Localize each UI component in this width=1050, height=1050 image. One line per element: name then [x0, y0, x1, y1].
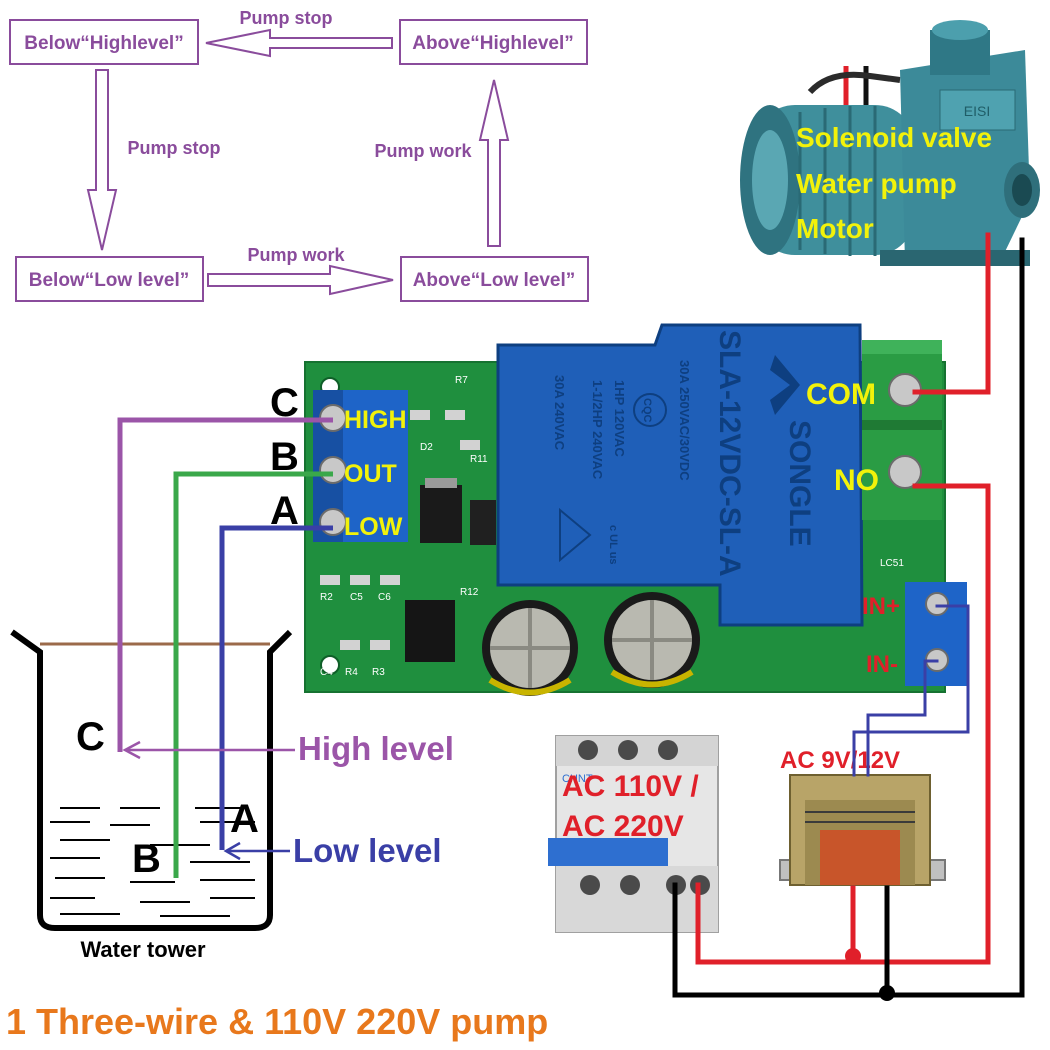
terminal-high-label: HIGH: [344, 406, 407, 434]
footer-caption: 1 Three-wire & 110V 220V pump: [6, 1001, 548, 1042]
transformer: AC 9V/12V: [779, 747, 946, 886]
arrow-left-label: Pump stop: [128, 138, 221, 158]
box-below-highlevel-label: Below“Highlevel”: [24, 33, 183, 54]
arrow-top-label: Pump stop: [240, 8, 333, 28]
box-above-highlevel-label: Above“Highlevel”: [412, 33, 574, 54]
terminal-in-plus-label: IN+: [862, 593, 900, 620]
relay-board: HIGH OUT LOW R7 D2 R11 R12 R2 C5 C6 C4 R…: [304, 323, 967, 696]
box-below-highlevel: [9, 19, 199, 65]
water-tower: C B A High level Low level Water tower: [10, 629, 454, 962]
relay-rating-2: 1HP 120VAC: [612, 380, 627, 457]
box-above-highlevel: [399, 19, 588, 65]
silk-lc51: LC51: [880, 558, 904, 569]
transformer-label: AC 9V/12V: [780, 747, 900, 774]
low-level-label: Low level: [293, 832, 442, 869]
tank-letter-c: C: [76, 715, 105, 759]
relay-rating-3: 1-1/2HP 240VAC: [590, 380, 605, 480]
wire-letter-a: A: [270, 489, 299, 533]
terminal-no-label: NO: [834, 464, 879, 497]
arrow-right-up: [478, 79, 510, 247]
arrow-top-left: [205, 28, 393, 58]
relay-cert: CQC: [641, 398, 653, 423]
pump-label-motor: Motor: [796, 213, 874, 244]
probe-wires: C B A: [117, 381, 333, 878]
silk-r4: R4: [345, 667, 358, 678]
arrow-bottom-right: [207, 264, 394, 296]
silk-r2: R2: [320, 592, 333, 603]
power-wires: [672, 232, 1025, 1001]
box-above-lowlevel: [400, 256, 589, 302]
relay-cert-ul: c UL us: [607, 525, 619, 565]
box-below-lowlevel: [15, 256, 204, 302]
flowchart: Below“Highlevel” Above“Highlevel” Below“…: [9, 8, 589, 302]
breaker-label-line1: AC 110V /: [562, 770, 699, 803]
relay-rating-4: 30A 240VAC: [552, 375, 567, 451]
terminal-out-label: OUT: [344, 460, 397, 488]
tank-letter-a: A: [230, 797, 259, 841]
relay-rating-1: 30A 250VAC/30VDC: [677, 360, 692, 481]
wire-letter-b: B: [270, 435, 299, 479]
pump-nameplate: EISI: [964, 103, 990, 119]
box-below-lowlevel-label: Below“Low level”: [29, 270, 189, 291]
silk-d2: D2: [420, 442, 433, 453]
terminal-low-label: LOW: [344, 513, 403, 541]
box-above-lowlevel-label: Above“Low level”: [413, 270, 576, 291]
silk-c4: C4: [320, 667, 333, 678]
terminal-com-label: COM: [806, 378, 876, 411]
arrow-bottom-label: Pump work: [247, 245, 345, 265]
terminal-in-minus-label: IN-: [866, 651, 898, 678]
silk-r12: R12: [460, 587, 479, 598]
pump-label-solenoid-valve: Solenoid valve: [796, 122, 992, 153]
silk-r3: R3: [372, 667, 385, 678]
relay-model: SLA-12VDC-SL-A: [713, 330, 746, 577]
water-tower-caption: Water tower: [80, 937, 206, 962]
silk-r11: R11: [470, 454, 488, 465]
relay-brand: SONGLE: [783, 420, 816, 547]
high-level-label: High level: [298, 730, 454, 767]
wire-letter-c: C: [270, 381, 299, 425]
arrow-left-down: [86, 69, 118, 251]
pump-label-water-pump: Water pump: [796, 168, 957, 199]
tank-letter-b: B: [132, 837, 161, 881]
arrow-right-label: Pump work: [374, 141, 472, 161]
water-pump: EISI Solenoid valve Water pump Motor: [740, 20, 1040, 266]
silk-c5: C5: [350, 592, 363, 603]
circuit-breaker: CHNT AC 110V / AC 220V: [548, 735, 719, 933]
breaker-label-line2: AC 220V: [562, 810, 684, 843]
breaker-brand: CHNT: [562, 773, 593, 785]
silk-r7: R7: [455, 375, 468, 386]
silk-c6: C6: [378, 592, 391, 603]
